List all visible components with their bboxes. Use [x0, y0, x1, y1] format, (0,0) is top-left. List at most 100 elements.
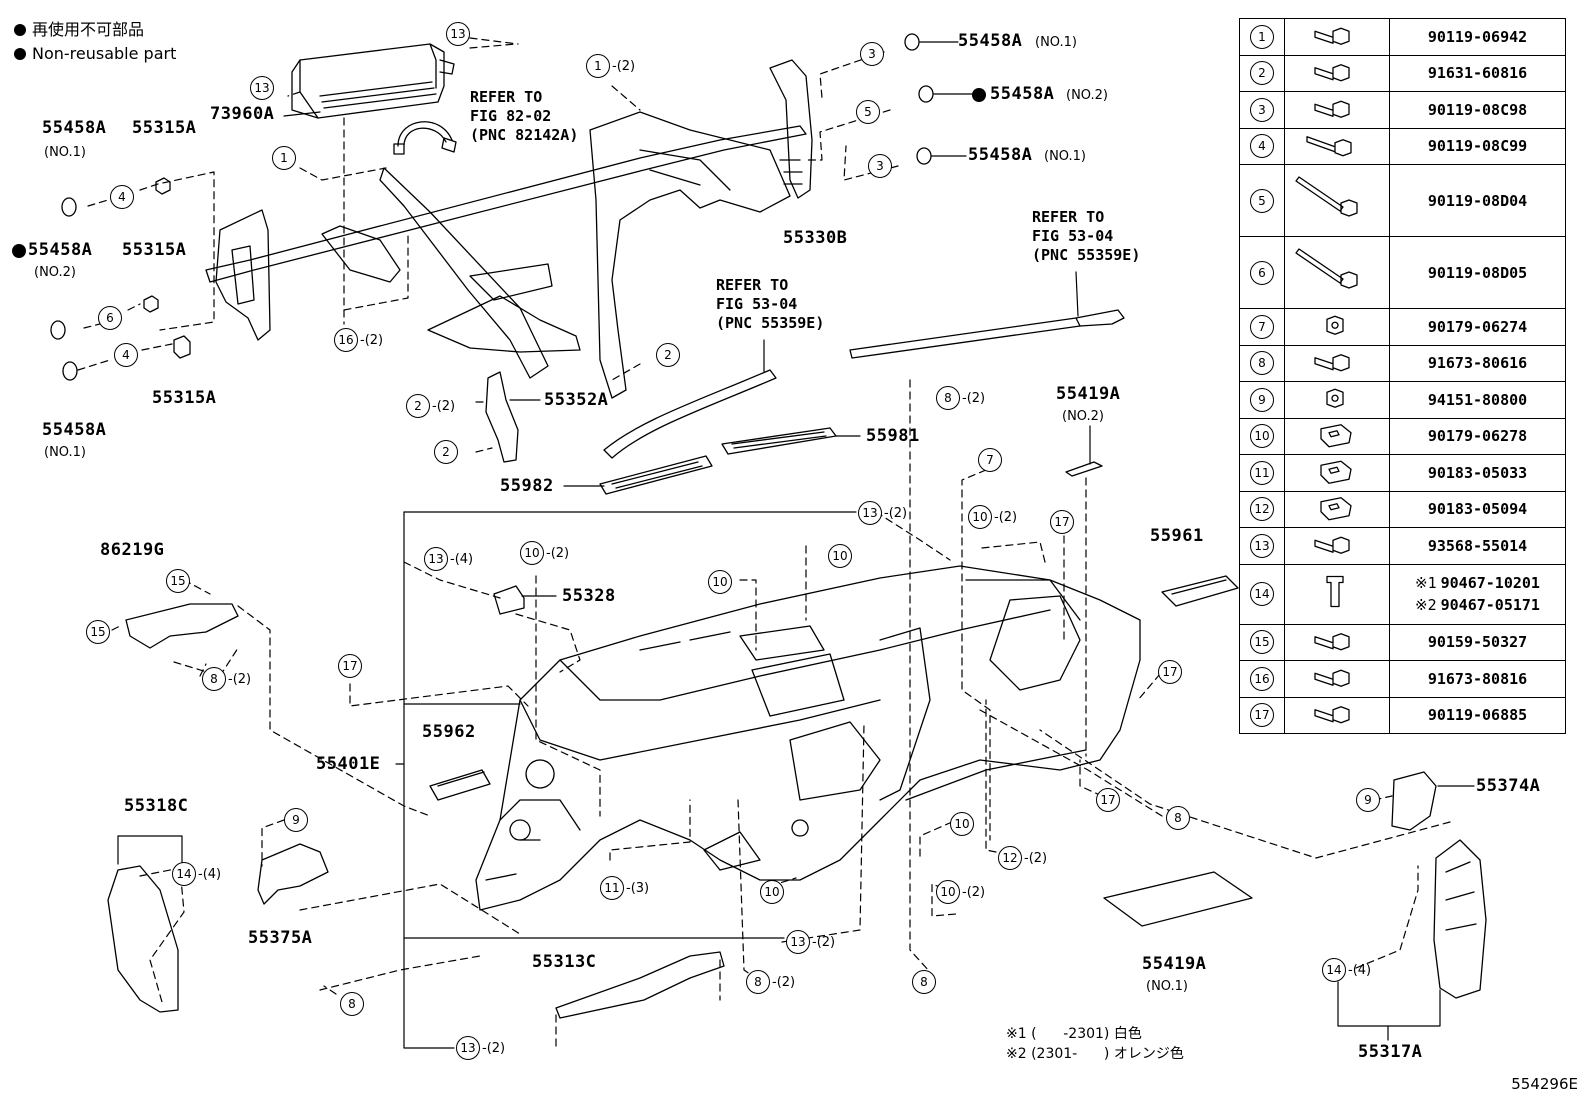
callout-number: 2 — [434, 440, 458, 464]
side-panel-55318C — [107, 865, 179, 1013]
callout-number: 3 — [868, 154, 892, 178]
callout-number: 4 — [114, 343, 138, 367]
part-label: 55458A — [28, 240, 93, 260]
u-nut-icon — [1284, 490, 1390, 528]
callout-8: 8-(2) — [936, 386, 985, 411]
part-label: 55961 — [1150, 526, 1204, 546]
knee-airbag-module — [291, 43, 455, 119]
callout-13: 13-(2) — [786, 930, 835, 955]
part-number: 90119-06885 — [1389, 696, 1566, 734]
callout-number: 11 — [1250, 460, 1274, 485]
callout-17: 17 — [1050, 510, 1076, 535]
callout-number: 9 — [1356, 788, 1380, 812]
row-callout: 11 — [1239, 454, 1285, 492]
part-label: 55352A — [544, 390, 609, 410]
callout-number: 10 — [1250, 424, 1274, 449]
part-label: 55315A — [132, 118, 197, 138]
bolt-long-icon — [1284, 127, 1390, 165]
callout-number: 12 — [998, 846, 1022, 870]
vent-55962 — [429, 769, 491, 801]
part-label: 55458A — [968, 145, 1033, 165]
part-label: 55982 — [500, 476, 554, 496]
callout-1: 1 — [272, 146, 298, 171]
variant-part-number: 90467-05171 — [1440, 596, 1540, 614]
callout-number: 3 — [860, 42, 884, 66]
callout-quantity: -(2) — [360, 333, 384, 348]
reference-note: REFER TO FIG 53-04 (PNC 55359E) — [716, 276, 825, 332]
callout-number: 8 — [202, 667, 226, 691]
callout-number: 10 — [520, 541, 544, 565]
callout-quantity: -(2) — [612, 59, 636, 74]
vent-55961 — [1161, 575, 1239, 607]
callout-number: 5 — [856, 100, 880, 124]
callout-5: 5 — [856, 100, 882, 125]
reference-note: REFER TO FIG 82-02 (PNC 82142A) — [470, 88, 579, 144]
bolt-washer-icon — [1284, 696, 1390, 734]
bracket-86219G — [125, 603, 239, 649]
callout-number: 4 — [1250, 134, 1274, 159]
figure-number: 554296E — [1511, 1075, 1578, 1093]
callout-number: 10 — [708, 570, 732, 594]
bracket-55375A — [257, 843, 329, 905]
callout-number: 8 — [746, 970, 770, 994]
part-label: 73960A — [210, 104, 275, 124]
wire-harness — [393, 121, 457, 155]
callout-10: 10 — [708, 570, 734, 595]
callout-quantity: -(2) — [772, 975, 796, 990]
callout-quantity: -(2) — [962, 885, 986, 900]
callout-10: 10-(2) — [936, 880, 985, 905]
part-number: 91673-80616 — [1389, 344, 1566, 382]
part-number: 90159-50327 — [1389, 623, 1566, 661]
pad-55419A-no2 — [1065, 461, 1103, 477]
callout-14: 14-(4) — [172, 862, 221, 887]
callout-17: 17 — [1096, 788, 1122, 813]
part-label: 55419A — [1142, 954, 1207, 974]
callout-number: 10 — [828, 544, 852, 568]
solid-leaders — [117, 41, 1475, 1049]
callout-number: 8 — [936, 386, 960, 410]
callout-8: 8 — [1166, 806, 1192, 831]
callout-number: 9 — [284, 808, 308, 832]
legend-jp: 再使用不可部品 — [14, 22, 144, 38]
callout-quantity: -(2) — [884, 506, 908, 521]
part-number: 90179-06278 — [1389, 417, 1566, 455]
callout-quantity: -(2) — [432, 399, 456, 414]
callout-number: 14 — [1322, 958, 1346, 982]
bullet-icon — [14, 48, 26, 60]
part-label: 55419A — [1056, 384, 1121, 404]
callout-4: 4 — [110, 185, 136, 210]
part-number: 90119-08C99 — [1389, 127, 1566, 165]
callout-number: 13 — [786, 930, 810, 954]
part-sublabel: (NO.1) — [1035, 35, 1077, 50]
part-sublabel: (NO.1) — [1044, 149, 1086, 164]
callout-8: 8-(2) — [202, 667, 251, 692]
part-number: 91631-60816 — [1389, 54, 1566, 92]
callout-number: 13 — [424, 547, 448, 571]
part-label: 55458A — [42, 118, 107, 138]
defroster-garnish-left — [603, 369, 777, 459]
non-reusable-dot-icon — [972, 88, 986, 102]
side-panel-55317A — [1433, 839, 1487, 999]
part-label: 55458A — [958, 31, 1023, 51]
callout-9: 9 — [1356, 788, 1382, 813]
callout-13: 13 — [250, 76, 276, 101]
clip-nut-icon — [1284, 417, 1390, 455]
callout-8: 8 — [340, 992, 366, 1017]
instrument-panel-reinforcement — [205, 59, 813, 399]
callout-number: 14 — [1250, 582, 1274, 606]
nut-icon — [1284, 381, 1390, 419]
part-sublabel: (NO.1) — [44, 445, 86, 460]
callout-number: 2 — [406, 394, 430, 418]
callout-16: 16-(2) — [334, 328, 383, 353]
part-label: 55401E — [316, 754, 381, 774]
part-sublabel: (NO.2) — [34, 265, 76, 280]
callout-12: 12-(2) — [998, 846, 1047, 871]
bolt-extra-long-icon — [1284, 164, 1390, 237]
part-label: 55315A — [122, 240, 187, 260]
part-label: 55315A — [152, 388, 217, 408]
callout-number: 17 — [338, 654, 362, 678]
callout-number: 6 — [98, 306, 122, 330]
